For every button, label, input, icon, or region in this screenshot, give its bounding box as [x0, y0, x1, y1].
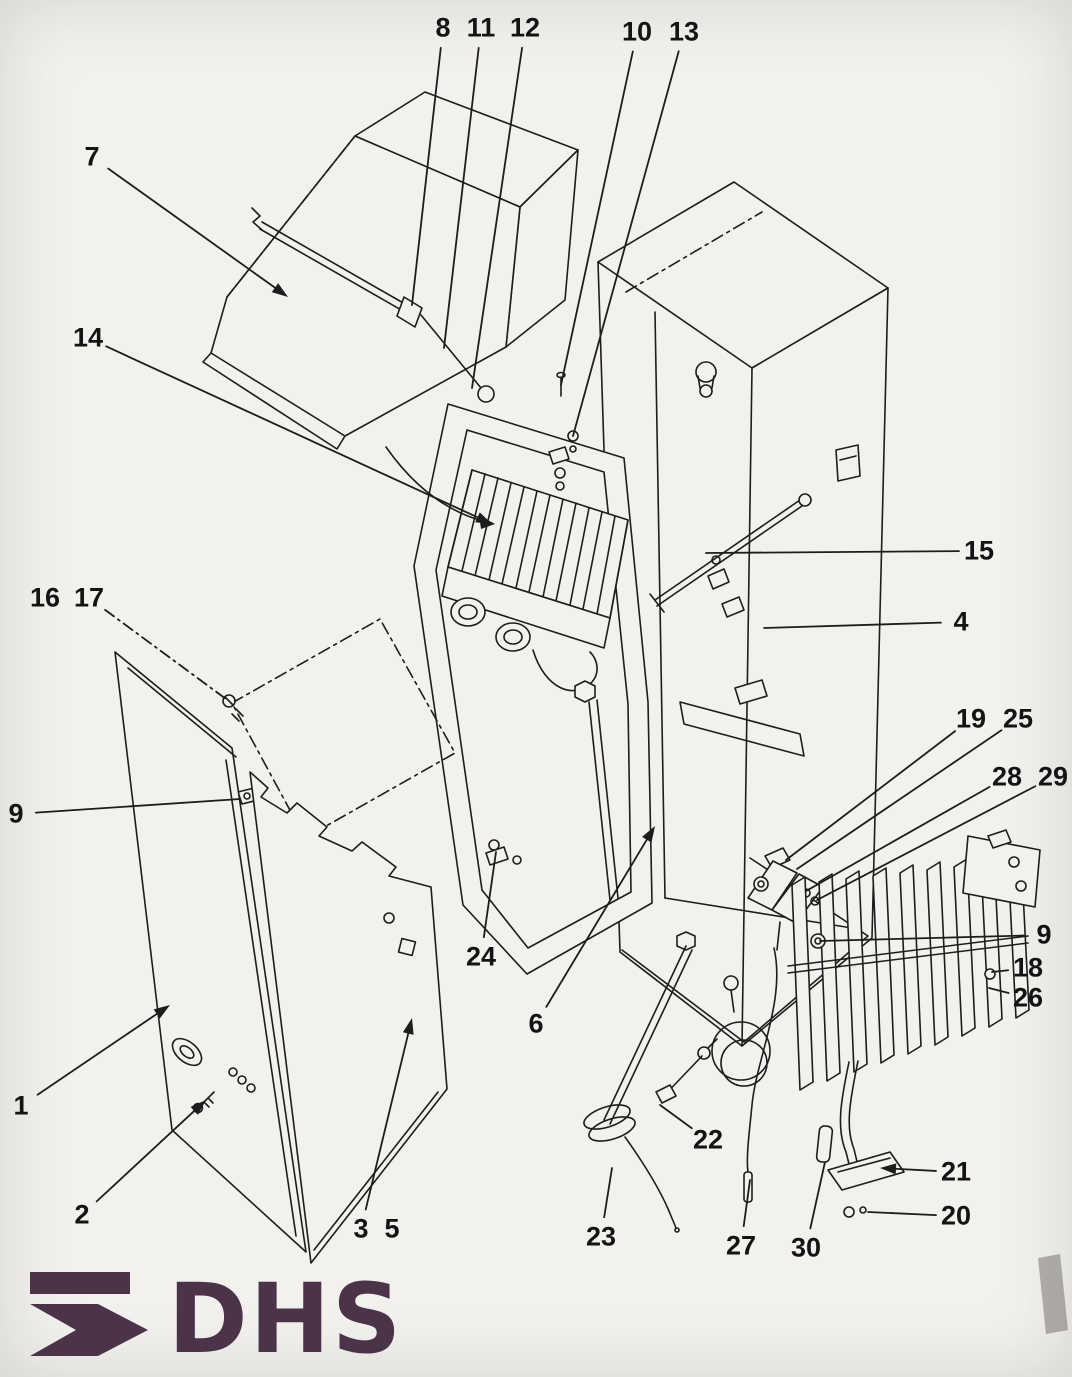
leader-line-23 — [603, 1167, 613, 1219]
pipe-nut — [574, 680, 596, 703]
capillary-coil — [711, 1021, 771, 1081]
leader-line-10 — [560, 50, 634, 386]
leader-line-6 — [545, 835, 650, 1008]
leader-line-9 — [35, 798, 241, 814]
rod-ring — [477, 385, 495, 403]
leader-line-30 — [809, 1161, 826, 1230]
leader-line-11 — [443, 46, 480, 349]
logo-text: DHS — [168, 1263, 403, 1375]
leader-line-18 — [991, 969, 1010, 973]
gas-valve-bracket — [747, 860, 798, 911]
pipe-elbow — [495, 622, 531, 652]
sleeve-part — [815, 1125, 834, 1163]
capillary-tube — [746, 947, 778, 1173]
leader-line-24 — [482, 851, 497, 939]
inner-side-panel — [249, 771, 448, 1264]
pilot-burner-assembly — [583, 847, 834, 1233]
leader-line-3 — [364, 1028, 411, 1211]
pipe-elbow — [450, 597, 486, 627]
hood-clip — [251, 207, 263, 231]
logo-bar-shape — [30, 1272, 130, 1294]
pilot-tube — [603, 945, 687, 1121]
leader-line-25 — [796, 729, 1003, 870]
leader-arrowhead-1 — [153, 1005, 170, 1019]
leader-line-14 — [105, 345, 482, 520]
leader-line-12 — [471, 46, 523, 389]
return-pipe — [839, 1061, 852, 1173]
panel-vent — [171, 1037, 203, 1067]
outer-cabinet — [597, 181, 889, 1047]
logo-arrow-icon — [30, 1304, 148, 1356]
leader-lines-layer — [35, 46, 1037, 1230]
leader-line-7 — [107, 167, 280, 291]
leader-line-17 — [104, 608, 227, 700]
leader-line-26 — [988, 987, 1010, 994]
leader-line-22 — [659, 1104, 693, 1130]
foot-screw — [843, 1206, 855, 1218]
scan-artifact — [1038, 1254, 1068, 1334]
leader-arrowhead-2 — [190, 1100, 206, 1115]
leader-line-1 — [36, 1010, 161, 1096]
leader-line-9 — [819, 934, 1025, 942]
fin-tie-rod — [787, 935, 1029, 967]
leader-line-13 — [572, 50, 680, 437]
outer-side-panel — [114, 651, 307, 1253]
leader-arrowhead-6 — [642, 826, 655, 843]
leader-line-2 — [95, 1107, 199, 1203]
leader-arrowhead-7 — [271, 283, 288, 297]
burner-rod — [654, 499, 801, 601]
finned-heat-exchanger — [787, 829, 1041, 1218]
leader-line-27 — [742, 1179, 751, 1228]
heat-exchanger-assembly — [385, 371, 812, 975]
rod-bracket — [396, 296, 423, 328]
fin-end-plate — [962, 835, 1041, 908]
leader-arrowhead-14 — [475, 512, 492, 524]
leader-line-29 — [816, 785, 1037, 901]
leader-line-8 — [411, 46, 442, 306]
leader-line-28 — [805, 785, 991, 892]
leader-line-21 — [891, 1167, 937, 1172]
flue-hood — [202, 91, 579, 450]
leader-line-4 — [763, 621, 942, 629]
leader-line-20 — [867, 1211, 937, 1216]
leader-line-15 — [705, 550, 960, 554]
leader-line-19 — [785, 730, 956, 861]
leader-arrowhead-21 — [880, 1163, 897, 1175]
leader-arrowhead-3 — [402, 1018, 414, 1035]
dhs-logo: DHS — [30, 1263, 403, 1375]
pipe-foot-bracket — [827, 1151, 905, 1191]
